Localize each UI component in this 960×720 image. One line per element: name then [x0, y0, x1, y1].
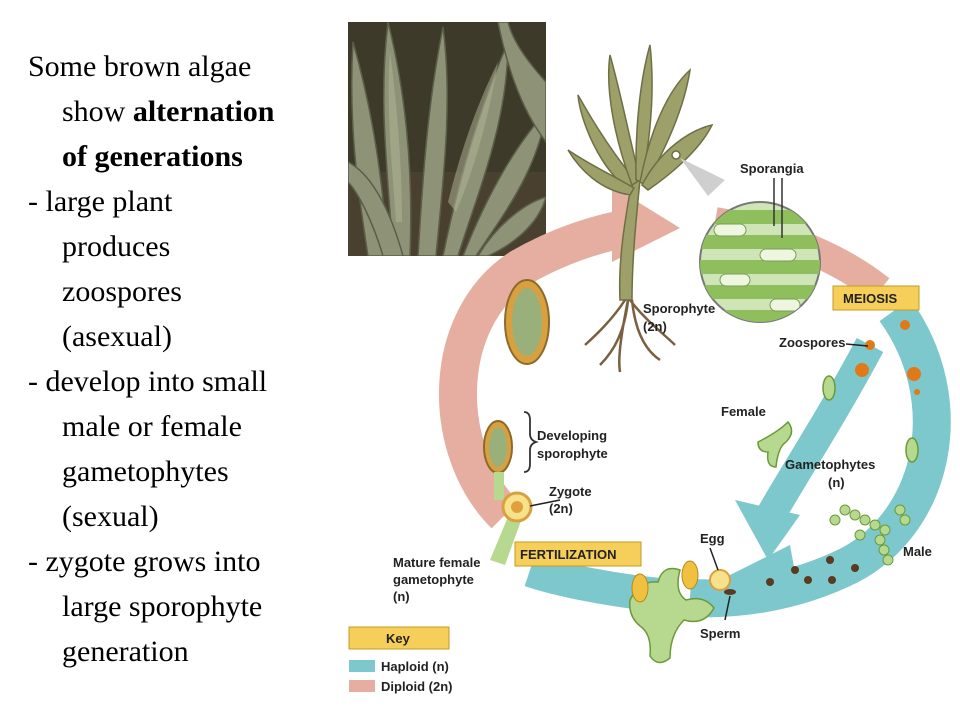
key-haploid-swatch [349, 660, 375, 672]
zoospores-illustration [855, 320, 921, 395]
intro-line-2: show alternation [28, 89, 328, 134]
meiosis-label: MEIOSIS [843, 291, 898, 306]
key-haploid-label: Haploid (n) [381, 659, 449, 674]
point-1-line-4: (asexual) [62, 320, 172, 353]
zoom-arrow [680, 158, 725, 196]
kelp-photo [348, 22, 546, 256]
sperm-illustration [766, 556, 859, 586]
developing-label: Developing [537, 428, 607, 443]
fertilization-box [514, 541, 642, 567]
zygote-illustration [490, 491, 533, 565]
point-1-line-3: zoospores [62, 275, 182, 308]
meiosis-box [832, 285, 920, 311]
point-3-line-3: generation [62, 635, 189, 668]
point-1-line-1: - large plant [28, 185, 173, 218]
zoospores-label: Zoospores [779, 335, 845, 350]
point-1-line-2: produces [62, 230, 171, 263]
sperm-label: Sperm [700, 626, 740, 641]
sporophyte-illustration [567, 44, 714, 373]
sporangia-detail [699, 201, 821, 323]
point-2-line-3: gametophytes [62, 455, 229, 488]
male-gametophyte-illustration [829, 504, 911, 566]
female-gametophyte-illustration [757, 375, 919, 468]
egg-label: Egg [700, 531, 725, 546]
intro-line-1: Some brown algae [28, 50, 252, 83]
label-leader-lines [529, 343, 869, 621]
intro-bold-2: of generations [62, 140, 243, 173]
mature-female-illustration [628, 560, 736, 664]
point-3-line-2: large sporophyte [62, 590, 263, 623]
female-label: Female [721, 404, 766, 419]
intro-line-3: of generations [28, 134, 328, 179]
mature-female-ploidy-label: (n) [393, 589, 410, 604]
sporangia-label: Sporangia [740, 161, 804, 176]
zygote-label: Zygote [549, 484, 592, 499]
key-title-box [348, 626, 450, 650]
key-diploid-label: Diploid (2n) [381, 679, 453, 694]
key-diploid-swatch [349, 680, 375, 692]
point-3-line-1: - zygote grows into [28, 545, 261, 578]
sporophyte-label: Sporophyte [643, 301, 715, 316]
sporophyte-ploidy-label: (2n) [643, 319, 667, 334]
gametophytes-ploidy-label: (n) [828, 475, 845, 490]
fertilization-label: FERTILIZATION [520, 547, 617, 562]
key-legend: Key Haploid (n) Diploid (2n) [348, 626, 453, 694]
intro-prefix: show [62, 95, 133, 128]
developing-sporophyte-label: sporophyte [537, 446, 608, 461]
gametophytes-label: Gametophytes [785, 457, 875, 472]
male-label: Male [903, 544, 932, 559]
intro-bold-1: alternation [132, 95, 275, 128]
description-text: Some brown algae show alternation of gen… [28, 44, 328, 674]
mature-female-label-1: Mature female [393, 555, 480, 570]
point-2-line-2: male or female [62, 410, 242, 443]
point-2-line-4: (sexual) [62, 500, 159, 533]
mature-female-label-2: gametophyte [393, 572, 474, 587]
developing-sporophyte-illustration [483, 279, 550, 500]
key-title: Key [386, 631, 411, 646]
zygote-ploidy-label: (2n) [549, 501, 573, 516]
point-2-line-1: - develop into small [28, 365, 268, 398]
